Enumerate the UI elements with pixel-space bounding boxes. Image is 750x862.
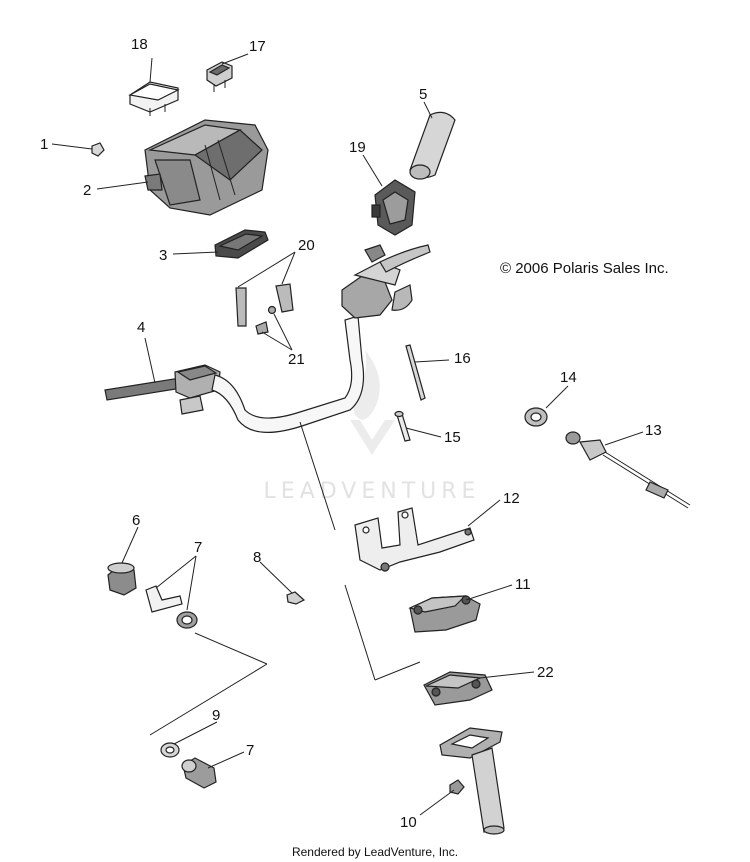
callout-7-lower: 7 bbox=[246, 742, 254, 759]
copyright-notice: © 2006 Polaris Sales Inc. bbox=[500, 260, 669, 277]
callout-13: 13 bbox=[645, 422, 662, 439]
callout-21: 21 bbox=[288, 351, 305, 368]
callout-7-upper: 7 bbox=[194, 539, 202, 556]
part-9-washer[interactable] bbox=[160, 742, 180, 758]
callout-4: 4 bbox=[137, 319, 145, 336]
part-16-pin[interactable] bbox=[405, 344, 426, 401]
part-21-bolts[interactable] bbox=[255, 305, 277, 335]
part-19-throttle-housing[interactable] bbox=[371, 179, 416, 236]
callout-16: 16 bbox=[454, 350, 471, 367]
watermark-text: LEADVENTURE bbox=[264, 479, 481, 504]
part-20-brackets[interactable] bbox=[235, 283, 294, 327]
part-7-bushing[interactable] bbox=[176, 611, 198, 629]
part-3-clamp-plate[interactable] bbox=[214, 229, 269, 259]
callout-15: 15 bbox=[444, 429, 461, 446]
part-17-rocker-switch[interactable] bbox=[206, 61, 233, 92]
part-18-switch[interactable] bbox=[128, 81, 180, 116]
callout-6: 6 bbox=[132, 512, 140, 529]
part-15-bolt[interactable] bbox=[394, 410, 411, 442]
callout-18: 18 bbox=[131, 36, 148, 53]
callout-5: 5 bbox=[419, 86, 427, 103]
leadventure-watermark: LEADVENTURE bbox=[264, 350, 481, 504]
callout-8: 8 bbox=[253, 549, 261, 566]
part-7-ignition-switch[interactable] bbox=[181, 757, 217, 789]
part-1-screw[interactable] bbox=[91, 142, 105, 157]
leader-lines bbox=[51, 53, 644, 816]
callout-14: 14 bbox=[560, 369, 577, 386]
part-12-mount-bracket[interactable] bbox=[354, 507, 475, 572]
callout-12: 12 bbox=[503, 490, 520, 507]
part-4-handlebar-assembly[interactable] bbox=[104, 244, 431, 434]
part-11-upper-clamp[interactable] bbox=[408, 595, 481, 633]
footer-credit: Rendered by LeadVenture, Inc. bbox=[292, 845, 458, 859]
part-14-nut[interactable] bbox=[524, 407, 548, 427]
part-6-cap[interactable] bbox=[107, 562, 137, 596]
callout-17: 17 bbox=[249, 38, 266, 55]
callout-3: 3 bbox=[159, 247, 167, 264]
callout-1: 1 bbox=[40, 136, 48, 153]
callout-19: 19 bbox=[349, 139, 366, 156]
callout-10: 10 bbox=[400, 814, 417, 831]
part-22-lower-clamp[interactable] bbox=[423, 671, 493, 706]
part-7-key-tab[interactable] bbox=[145, 585, 183, 613]
part-10-steering-post[interactable] bbox=[439, 727, 505, 835]
part-8-screw[interactable] bbox=[286, 591, 306, 605]
callout-labels: 18 17 1 2 3 5 19 20 21 4 16 15 14 13 12 … bbox=[40, 36, 662, 831]
callout-22: 22 bbox=[537, 664, 554, 681]
part-2-handlebar-pod[interactable] bbox=[144, 119, 269, 216]
callout-11: 11 bbox=[515, 576, 531, 593]
callout-20: 20 bbox=[298, 237, 315, 254]
part-13-cable[interactable] bbox=[565, 431, 691, 509]
part-5-grip[interactable] bbox=[409, 111, 456, 180]
callout-2: 2 bbox=[83, 182, 91, 199]
callout-9: 9 bbox=[212, 707, 220, 724]
